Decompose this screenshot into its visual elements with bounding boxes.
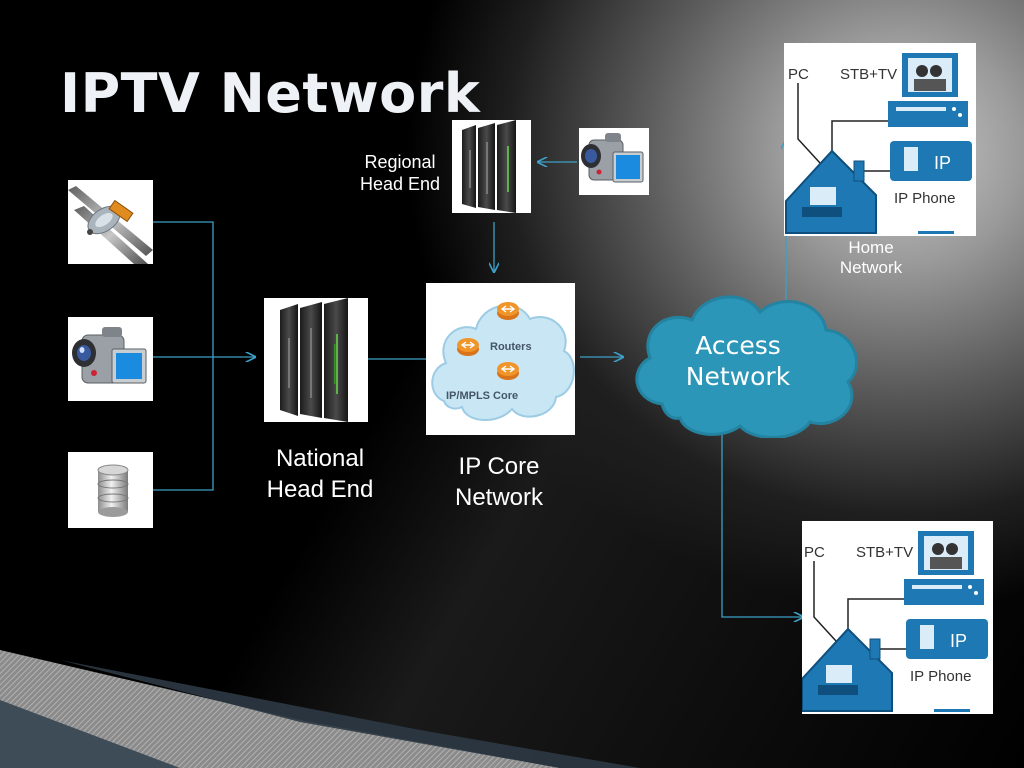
svg-text:IP: IP (934, 153, 951, 173)
access-network-label: Access Network (685, 331, 791, 392)
ip-core-tile: Routers IP/MPLS Core (426, 283, 575, 435)
national-head-end-label: National Head End (266, 445, 374, 504)
national-head-end-tile (264, 298, 368, 422)
stb-tv-label: STB+TV (840, 66, 897, 83)
pc-label: PC (804, 544, 825, 561)
ip-mpls-core-text: IP/MPLS Core (446, 390, 518, 402)
ip-core-cloud-icon: Routers IP/MPLS Core (431, 302, 575, 422)
regional-camera-tile (579, 128, 649, 195)
slide-title: IPTV Network (60, 62, 481, 125)
home-network-label: Home Network (839, 238, 903, 278)
database-icon (97, 464, 129, 517)
house-icon (802, 627, 893, 712)
access-to-home2-arrow (721, 430, 803, 617)
video-camera-icon (72, 327, 147, 384)
access-network-cloud (635, 295, 858, 438)
home-network-diagram: PC STB+TV IP Phone IP (785, 53, 972, 234)
regional-head-end-tile (452, 120, 531, 213)
database-source-tile (68, 452, 153, 528)
pc-label: PC (788, 66, 809, 83)
satellite-source-tile (68, 180, 153, 264)
regional-head-end-label: Regional Head End (359, 152, 441, 194)
router-icon (497, 302, 519, 320)
router-icon (497, 362, 519, 380)
home-network-tile-2: PC STB+TV IP Phone IP (802, 521, 993, 714)
home-network-tile: PC STB+TV IP Phone IP (784, 43, 976, 236)
stb-tv-label: STB+TV (856, 544, 913, 561)
ip-phone-icon: IP (906, 619, 988, 659)
house-icon (785, 149, 877, 234)
ip-phone-icon: IP (890, 141, 972, 181)
svg-text:IP: IP (950, 631, 967, 651)
server-rack-icon (280, 298, 348, 422)
server-rack-icon (462, 120, 516, 213)
camera-source-tile (68, 317, 153, 401)
ip-core-network-label: IP Core Network (454, 453, 544, 512)
ip-phone-label: IP Phone (894, 190, 955, 207)
satellite-dish-icon (68, 186, 153, 264)
tv-icon (888, 53, 968, 127)
tv-icon (904, 531, 984, 605)
sources-bus-line (153, 221, 214, 491)
ip-phone-label: IP Phone (910, 668, 971, 685)
video-camera-icon (581, 133, 644, 183)
home-network-diagram: PC STB+TV IP Phone IP (802, 531, 988, 712)
router-icon (457, 338, 479, 356)
routers-text: Routers (490, 341, 532, 353)
